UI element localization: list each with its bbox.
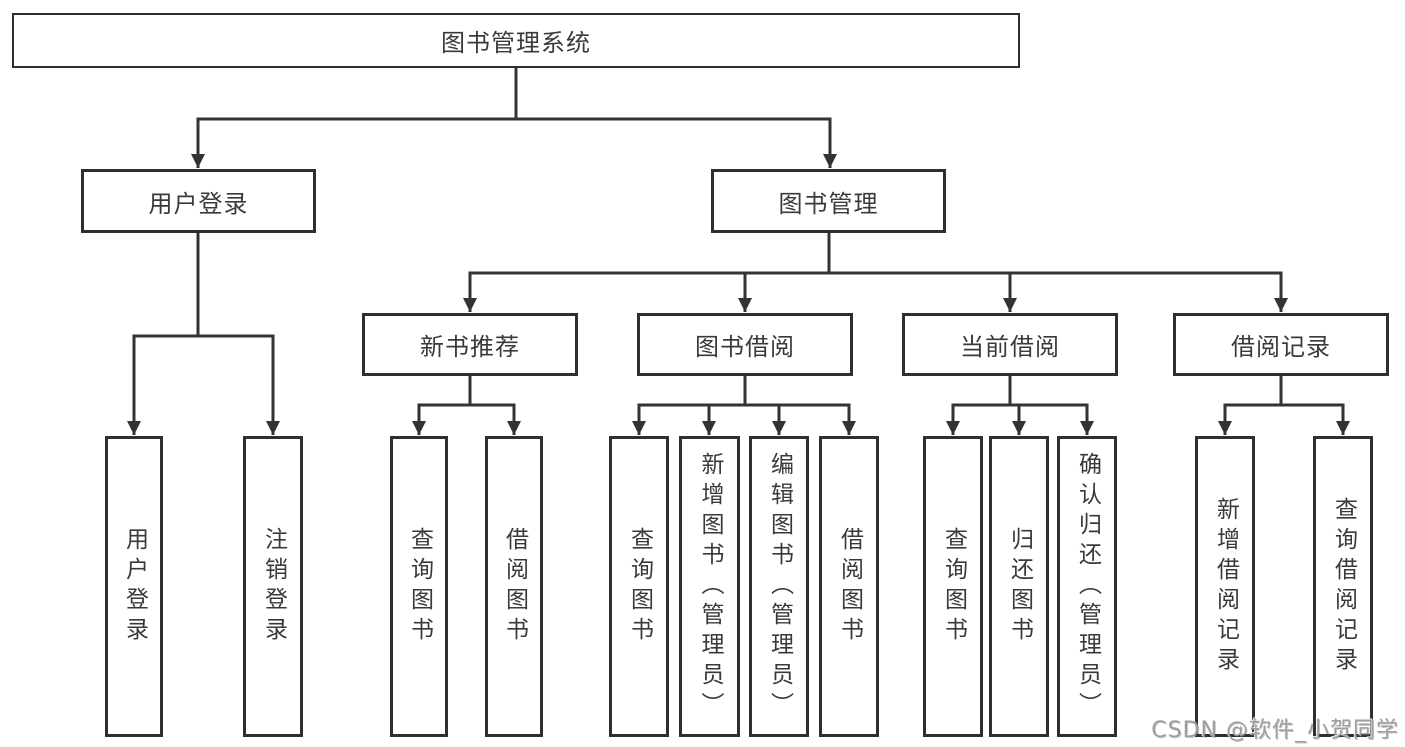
- connector-book-borrowing-to-leaves: [632, 376, 856, 435]
- node-new-book-recommend: 新书推荐: [362, 313, 578, 376]
- leaf-label: 借阅图书: [501, 526, 528, 647]
- node-book-management: 图书管理: [711, 169, 946, 233]
- node-leaf-query-books-current: 查询图书: [923, 436, 983, 737]
- connector-borrowing-records-to-leaves: [1218, 376, 1350, 435]
- leaf-label: 确认归还（管理员）: [1074, 451, 1101, 722]
- connector-new-book-recommend-to-leaves: [412, 376, 521, 435]
- node-leaf-borrow-books-recommend: 借阅图书: [485, 436, 543, 737]
- leaf-label: 查询图书: [626, 526, 653, 647]
- node-leaf-query-books-borrowing: 查询图书: [609, 436, 669, 737]
- leaf-label: 新增图书（管理员）: [697, 451, 723, 722]
- connector-book-management-to-level3: [463, 233, 1288, 312]
- node-current-borrowing: 当前借阅: [902, 313, 1118, 376]
- connector-user-login-to-leaves: [127, 233, 280, 435]
- node-leaf-query-borrow-record: 查询借阅记录: [1313, 436, 1373, 737]
- node-leaf-query-books-recommend: 查询图书: [390, 436, 448, 737]
- node-library-management-system: 图书管理系统: [12, 13, 1020, 68]
- node-leaf-edit-books-admin: 编辑图书（管理员）: [749, 436, 809, 737]
- leaf-label: 用户登录: [121, 526, 148, 647]
- node-book-borrowing: 图书借阅: [637, 313, 853, 376]
- node-leaf-add-borrow-record: 新增借阅记录: [1195, 436, 1255, 737]
- leaf-label: 注销登录: [260, 526, 287, 647]
- leaf-label: 查询图书: [406, 526, 433, 647]
- leaf-label: 查询借阅记录: [1330, 496, 1357, 677]
- node-leaf-return-books: 归还图书: [989, 436, 1049, 737]
- node-leaf-confirm-return-admin: 确认归还（管理员）: [1057, 436, 1117, 737]
- node-user-login: 用户登录: [81, 169, 316, 233]
- leaf-label: 查询图书: [940, 526, 967, 647]
- node-leaf-user-login: 用户登录: [105, 436, 163, 737]
- connector-current-borrowing-to-leaves: [946, 376, 1094, 435]
- connector-root-to-level2: [191, 68, 837, 168]
- node-borrowing-records: 借阅记录: [1173, 313, 1389, 376]
- leaf-label: 借阅图书: [836, 526, 863, 647]
- node-leaf-borrow-books-borrowing: 借阅图书: [819, 436, 879, 737]
- leaf-label: 编辑图书（管理员）: [766, 451, 793, 722]
- leaf-label: 归还图书: [1006, 526, 1033, 647]
- csdn-watermark: CSDN @软件_小贺同学: [1151, 718, 1399, 743]
- leaf-label: 新增借阅记录: [1212, 496, 1239, 677]
- node-leaf-add-books-admin: 新增图书（管理员）: [679, 436, 740, 737]
- node-leaf-logout: 注销登录: [243, 436, 303, 737]
